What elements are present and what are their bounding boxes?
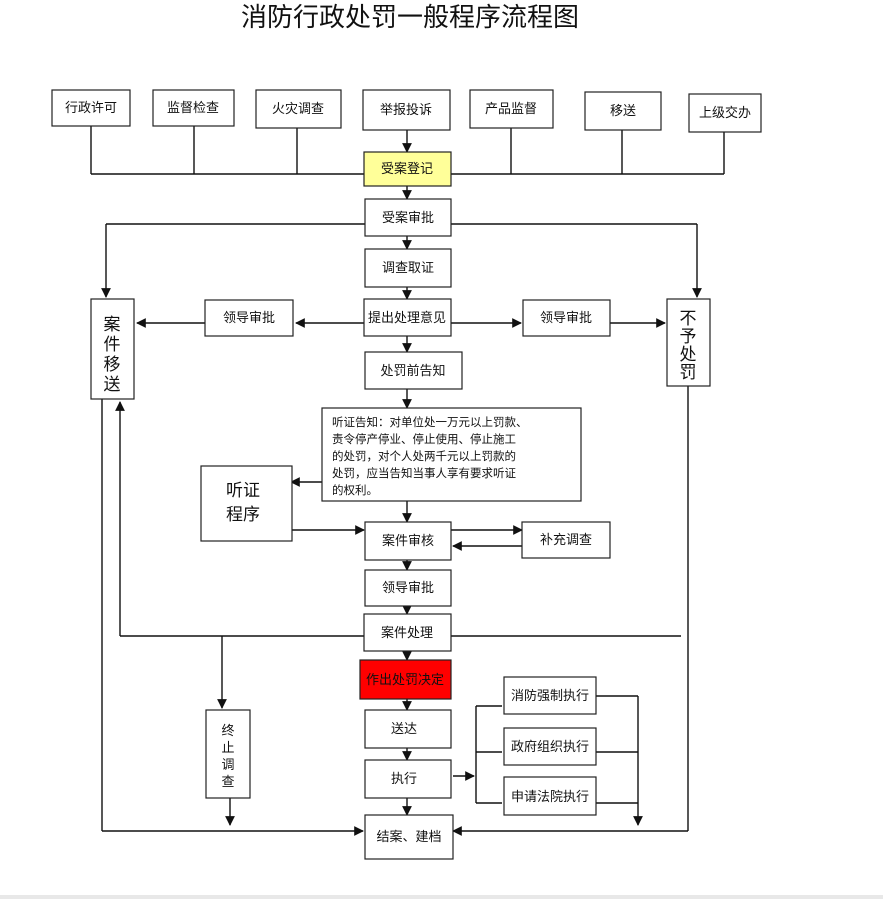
svg-text:件: 件 bbox=[104, 335, 121, 355]
node-jubao-tousu: 举报投诉 bbox=[362, 89, 451, 131]
svg-text:案件处理: 案件处理 bbox=[381, 626, 433, 641]
svg-text:听证告知：对单位处一万元以上罚款、: 听证告知：对单位处一万元以上罚款、 bbox=[332, 415, 528, 429]
node-zhongzhi-diaocha: 终 止 调 查 bbox=[205, 709, 251, 799]
node-huozai-diaocha: 火灾调查 bbox=[255, 89, 342, 129]
node-tichu-yijian: 提出处理意见 bbox=[363, 298, 452, 337]
svg-text:送达: 送达 bbox=[391, 722, 417, 737]
svg-text:行政许可: 行政许可 bbox=[65, 101, 117, 116]
svg-text:作出处罚决定: 作出处罚决定 bbox=[366, 673, 444, 688]
node-shouan-dengji: 受案登记 bbox=[363, 151, 452, 187]
svg-text:受案登记: 受案登记 bbox=[381, 162, 433, 177]
svg-text:领导审批: 领导审批 bbox=[540, 311, 592, 326]
svg-text:的权利。: 的权利。 bbox=[332, 483, 378, 497]
svg-text:领导审批: 领导审批 bbox=[382, 581, 434, 596]
node-songda: 送达 bbox=[364, 709, 452, 749]
svg-text:查: 查 bbox=[221, 775, 234, 790]
svg-text:补充调查: 补充调查 bbox=[540, 532, 592, 548]
svg-text:领导审批: 领导审批 bbox=[223, 311, 275, 326]
svg-text:上级交办: 上级交办 bbox=[699, 105, 751, 121]
svg-text:程序: 程序 bbox=[226, 505, 260, 525]
svg-text:听证: 听证 bbox=[226, 481, 260, 501]
svg-text:受案审批: 受案审批 bbox=[382, 211, 434, 226]
node-anjian-shenhe: 案件审核 bbox=[364, 521, 452, 561]
node-zhixing: 执行 bbox=[364, 759, 452, 799]
svg-text:责令停产停业、停止使用、停止施工: 责令停产停业、停止使用、停止施工 bbox=[332, 432, 516, 446]
svg-text:终: 终 bbox=[221, 723, 234, 739]
node-diaocha-quzheng: 调查取证 bbox=[364, 248, 452, 288]
node-anjian-yisong: 案 件 移 送 bbox=[90, 298, 135, 400]
svg-text:处罚前告知: 处罚前告知 bbox=[380, 363, 445, 379]
node-lingdao-shenpi-left: 领导审批 bbox=[204, 299, 294, 337]
node-buyu-chufa: 不 予 处 罚 bbox=[666, 298, 711, 387]
svg-text:结案、建档: 结案、建档 bbox=[376, 830, 441, 845]
svg-text:移: 移 bbox=[104, 355, 121, 375]
svg-text:政府组织执行: 政府组织执行 bbox=[511, 740, 589, 755]
svg-text:调: 调 bbox=[221, 758, 234, 773]
node-jiandu-jiancha: 监督检查 bbox=[152, 89, 235, 127]
node-zuochu-jueding: 作出处罚决定 bbox=[359, 659, 452, 700]
node-chufa-qian-gaozhi: 处罚前告知 bbox=[364, 351, 463, 390]
connector-lines bbox=[90, 126, 725, 836]
svg-text:止: 止 bbox=[221, 741, 234, 756]
svg-text:产品监督: 产品监督 bbox=[485, 102, 537, 117]
svg-text:案: 案 bbox=[104, 315, 121, 335]
svg-text:送: 送 bbox=[104, 375, 121, 395]
node-xiaofang-qiangzhi: 消防强制执行 bbox=[503, 676, 597, 715]
node-tingzheng-chengxu: 听证 程序 bbox=[200, 465, 293, 542]
bottom-rule bbox=[0, 895, 883, 899]
svg-text:调查取证: 调查取证 bbox=[382, 261, 434, 276]
svg-text:申请法院执行: 申请法院执行 bbox=[511, 790, 589, 805]
svg-text:不: 不 bbox=[680, 309, 697, 329]
node-shouan-shenpi: 受案审批 bbox=[364, 198, 452, 237]
svg-text:火灾调查: 火灾调查 bbox=[272, 101, 324, 117]
svg-text:提出处理意见: 提出处理意见 bbox=[368, 310, 446, 326]
node-yisong: 移送 bbox=[584, 91, 662, 131]
svg-text:监督检查: 监督检查 bbox=[167, 101, 219, 116]
svg-text:举报投诉: 举报投诉 bbox=[380, 102, 432, 118]
node-shenqing-fayuan: 申请法院执行 bbox=[503, 776, 597, 816]
svg-text:处: 处 bbox=[680, 345, 697, 365]
node-anjian-chuli: 案件处理 bbox=[363, 613, 452, 652]
node-shangji-jiaoban: 上级交办 bbox=[688, 93, 762, 133]
svg-text:的处罚，对个人处两千元以上罚款的: 的处罚，对个人处两千元以上罚款的 bbox=[332, 449, 516, 463]
svg-text:予: 予 bbox=[680, 327, 697, 347]
node-tingzheng-gaozhi: 听证告知：对单位处一万元以上罚款、 责令停产停业、停止使用、停止施工 的处罚，对… bbox=[321, 407, 582, 502]
svg-text:罚: 罚 bbox=[680, 363, 697, 383]
svg-text:消防强制执行: 消防强制执行 bbox=[511, 688, 589, 704]
svg-text:案件审核: 案件审核 bbox=[382, 534, 434, 549]
node-chanpin-jiandu: 产品监督 bbox=[469, 89, 554, 129]
node-xingzheng-xuke: 行政许可 bbox=[51, 89, 131, 127]
node-zhengfu-zuzhi: 政府组织执行 bbox=[503, 727, 597, 766]
page-title: 消防行政处罚一般程序流程图 bbox=[241, 3, 579, 33]
node-lingdao-shenpi-right: 领导审批 bbox=[522, 299, 611, 337]
svg-text:处罚，应当告知当事人享有要求听证: 处罚，应当告知当事人享有要求听证 bbox=[332, 466, 516, 480]
node-buchong-diaocha: 补充调查 bbox=[521, 521, 611, 559]
node-jiean-jiandang: 结案、建档 bbox=[364, 814, 454, 860]
svg-text:移送: 移送 bbox=[610, 104, 636, 119]
svg-text:执行: 执行 bbox=[391, 772, 417, 787]
node-lingdao-shenpi-mid: 领导审批 bbox=[364, 569, 452, 607]
